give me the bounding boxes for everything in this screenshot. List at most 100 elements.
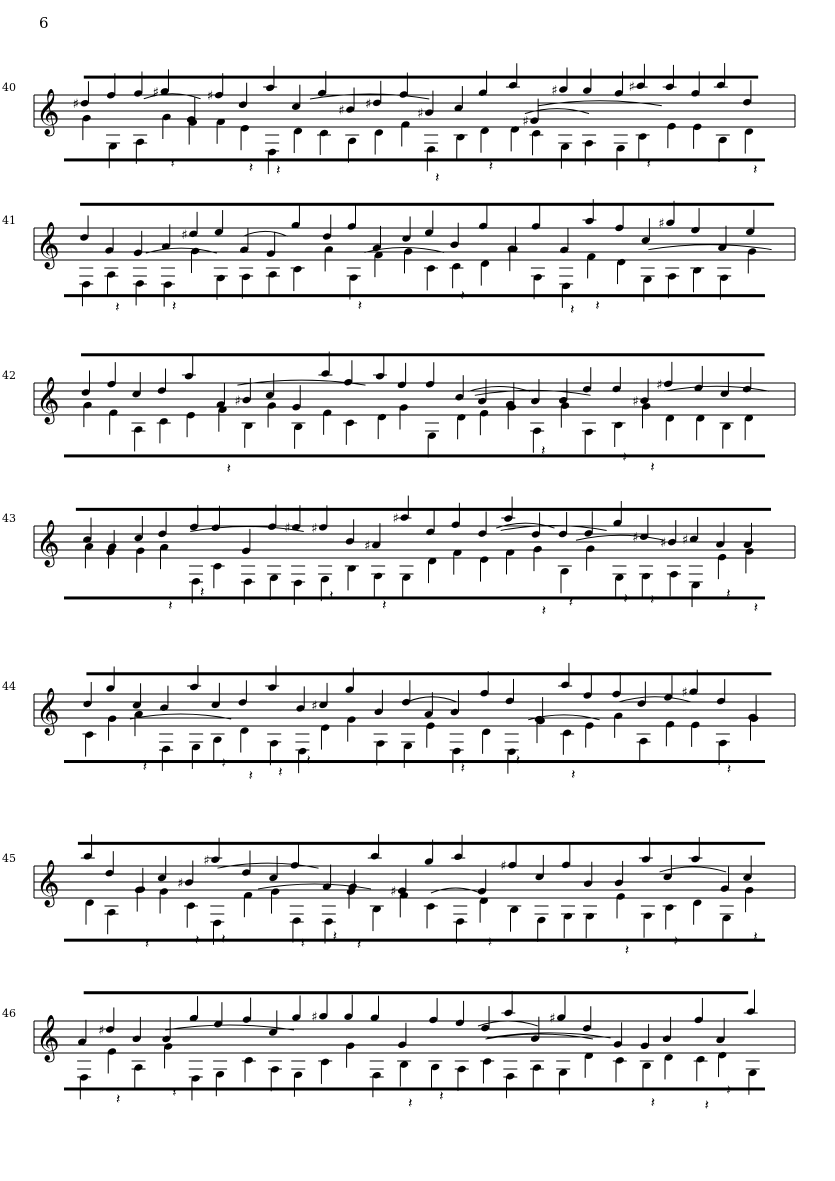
- tie: [143, 93, 201, 100]
- note-head: [450, 241, 459, 248]
- note-head: [716, 541, 725, 548]
- note-head: [666, 219, 675, 226]
- note-head: [188, 119, 198, 126]
- quarter-rest-icon: 𝄽: [435, 170, 439, 186]
- beam: [75, 507, 771, 511]
- note-head: [80, 234, 89, 241]
- note-head: [266, 250, 275, 257]
- measure-number: 45: [2, 852, 16, 865]
- sharp-icon: ♯: [392, 512, 398, 527]
- quarter-rest-icon: 𝄽: [647, 156, 651, 172]
- note-head: [399, 404, 408, 411]
- note-head: [582, 1025, 592, 1032]
- note-head: [211, 701, 220, 709]
- note-head: [162, 113, 171, 121]
- note-head: [530, 117, 539, 124]
- quarter-rest-icon: 𝄽: [705, 1097, 709, 1113]
- note-head: [745, 548, 754, 555]
- measure-number: 42: [2, 369, 16, 382]
- quarter-rest-icon: 𝄽: [249, 160, 253, 176]
- beam: [83, 991, 749, 995]
- note-head: [616, 893, 625, 900]
- quarter-rest-icon: 𝄽: [200, 584, 204, 600]
- note-head: [557, 1014, 566, 1021]
- note-head: [294, 579, 303, 587]
- note-head: [427, 432, 437, 439]
- note-head: [192, 743, 201, 751]
- sharp-icon: ♯: [311, 521, 317, 536]
- note-head: [457, 414, 466, 421]
- note-head: [372, 905, 381, 913]
- note-head: [401, 121, 410, 128]
- note-head: [584, 428, 594, 436]
- note-head: [242, 547, 251, 555]
- note-head: [107, 380, 116, 388]
- beam: [80, 202, 775, 206]
- quarter-rest-icon: 𝄽: [227, 461, 231, 477]
- quarter-rest-icon: 𝄽: [541, 443, 545, 459]
- sharp-icon: ♯: [660, 536, 666, 551]
- quarter-rest-icon: 𝄽: [143, 759, 147, 775]
- note-head: [426, 528, 435, 536]
- note-head: [720, 885, 729, 892]
- note-head: [559, 86, 568, 93]
- note-head: [216, 401, 225, 408]
- quarter-rest-icon: 𝄽: [571, 767, 575, 783]
- quarter-rest-icon: 𝄽: [651, 1095, 655, 1111]
- note-head: [324, 246, 334, 253]
- note-head: [162, 1035, 171, 1043]
- note-head: [478, 530, 487, 537]
- quarter-rest-icon: 𝄽: [726, 1082, 730, 1098]
- note-head: [530, 1035, 540, 1042]
- note-head: [189, 230, 198, 238]
- tie: [659, 866, 727, 873]
- note-head: [507, 404, 517, 411]
- beam: [77, 841, 766, 845]
- note-head: [587, 253, 596, 260]
- beam: [81, 353, 765, 357]
- note-head: [510, 126, 520, 133]
- sharp-icon: ♯: [311, 1010, 317, 1025]
- note-head: [160, 88, 169, 95]
- measure-number: 44: [2, 680, 16, 693]
- quarter-rest-icon: 𝄽: [301, 935, 305, 951]
- quarter-rest-icon: 𝄽: [276, 162, 280, 178]
- note-head: [214, 228, 223, 236]
- note-head: [321, 575, 330, 583]
- beam: [64, 1087, 765, 1091]
- note-head: [559, 397, 568, 404]
- quarter-rest-icon: 𝄽: [754, 600, 758, 616]
- measure-number: 46: [2, 1007, 16, 1020]
- tie: [145, 247, 217, 254]
- sharp-icon: ♯: [153, 85, 159, 100]
- beam: [64, 760, 765, 764]
- tie: [474, 389, 591, 396]
- note-head: [585, 217, 594, 225]
- note-head: [267, 402, 276, 409]
- note-head: [615, 224, 624, 232]
- note-head: [615, 1057, 624, 1064]
- page-number: 6: [39, 14, 49, 32]
- quarter-rest-icon: 𝄽: [542, 603, 546, 619]
- sharp-icon: ♯: [203, 854, 209, 869]
- note-head: [135, 280, 144, 287]
- note-head: [158, 530, 167, 538]
- system-5: 44𝄞𝄽𝄽𝄽𝄽𝄽♯𝄽𝄽𝄽♯𝄽: [2, 662, 796, 784]
- quarter-rest-icon: 𝄽: [278, 765, 282, 781]
- note-head: [216, 1070, 225, 1078]
- note-head: [399, 892, 409, 899]
- tie: [190, 526, 304, 532]
- note-head: [136, 547, 145, 555]
- note-head: [696, 415, 705, 422]
- tie: [619, 696, 691, 703]
- quarter-rest-icon: 𝄽: [623, 450, 627, 466]
- note-head: [742, 98, 752, 106]
- note-head: [85, 899, 94, 906]
- treble-clef-icon: 𝄞: [36, 860, 60, 908]
- tie: [217, 862, 319, 869]
- note-head: [291, 103, 301, 110]
- note-head: [160, 704, 169, 711]
- sharp-icon: ♯: [181, 228, 187, 243]
- note-head: [403, 742, 413, 750]
- quarter-rest-icon: 𝄽: [516, 753, 520, 769]
